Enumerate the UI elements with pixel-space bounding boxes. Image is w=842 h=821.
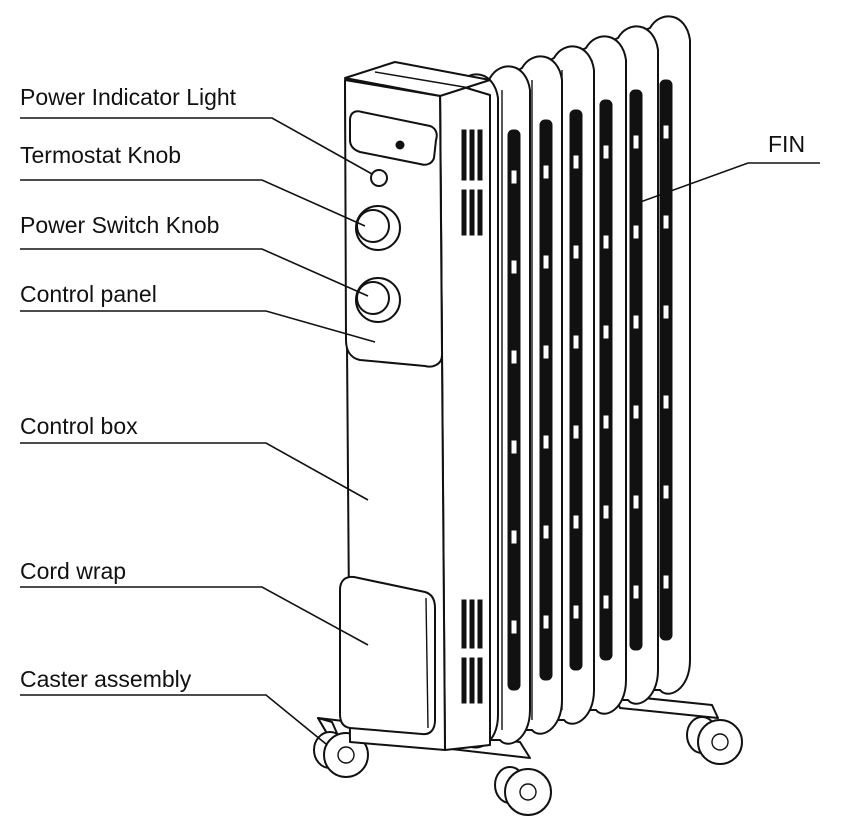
- leader-caster-assembly: [20, 694, 327, 745]
- callout-caster-assembly: Caster assembly: [20, 666, 327, 745]
- label-cord-wrap: Cord wrap: [20, 558, 126, 584]
- leader-control-panel: [20, 310, 376, 343]
- callout-control-box: Control box: [20, 413, 369, 501]
- leader-termostat-knob: [20, 179, 366, 227]
- leader-control-box: [20, 442, 369, 501]
- side-vents: [461, 129, 483, 704]
- caster-base: [313, 694, 743, 816]
- label-fin: FIN: [768, 131, 805, 157]
- thermostat-knob: [355, 205, 401, 251]
- label-caster-assembly: Caster assembly: [20, 666, 192, 692]
- callout-control-panel: Control panel: [20, 281, 376, 343]
- callouts: Power Indicator Light Termostat Knob Pow…: [20, 84, 820, 745]
- leader-power-switch-knob: [20, 248, 369, 297]
- label-power-indicator-light: Power Indicator Light: [20, 84, 237, 110]
- label-power-switch-knob: Power Switch Knob: [20, 212, 219, 238]
- label-control-box: Control box: [20, 413, 138, 439]
- callout-cord-wrap: Cord wrap: [20, 558, 369, 646]
- power-indicator-light: [370, 169, 388, 187]
- caster-wheel-rear-right: [686, 716, 743, 765]
- heater-illustration: [313, 15, 743, 816]
- leader-fin: [631, 162, 820, 206]
- label-control-panel: Control panel: [20, 281, 157, 307]
- leader-cord-wrap: [20, 586, 369, 646]
- fin-slots: [510, 124, 670, 635]
- caster-wheel-front-right: [494, 766, 552, 816]
- callout-termostat-knob: Termostat Knob: [20, 142, 366, 227]
- leader-power-indicator-light: [20, 117, 373, 175]
- cord-wrap-cover: [339, 575, 436, 736]
- power-switch-knob: [355, 277, 401, 323]
- label-termostat-knob: Termostat Knob: [20, 142, 181, 168]
- control-panel: [344, 79, 443, 368]
- callout-fin: FIN: [631, 131, 820, 206]
- callout-power-indicator-light: Power Indicator Light: [20, 84, 373, 175]
- callout-power-switch-knob: Power Switch Knob: [20, 212, 369, 297]
